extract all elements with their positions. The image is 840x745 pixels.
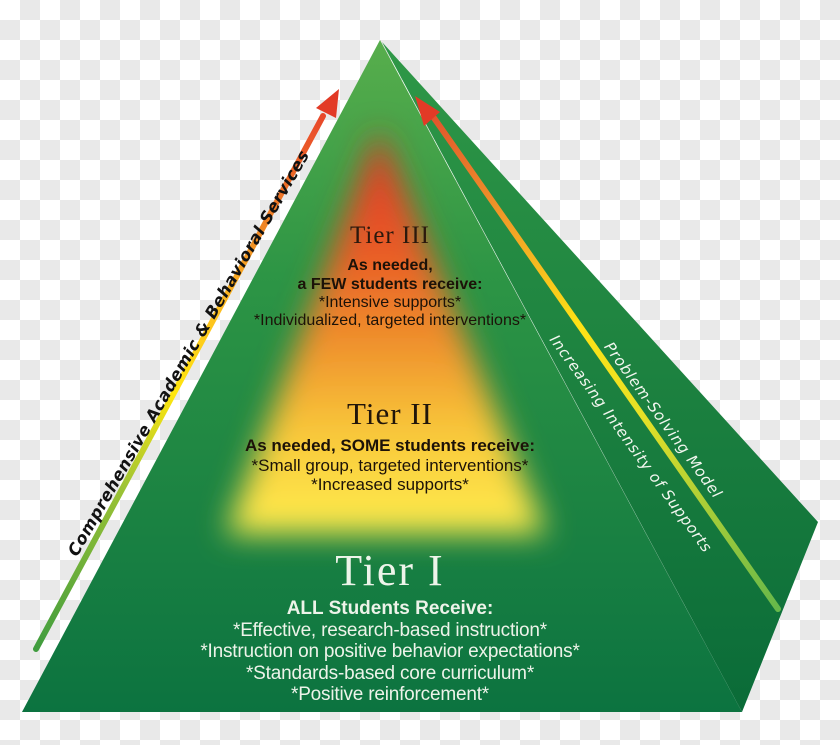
tier-3-title: Tier III xyxy=(350,222,430,249)
tier-1-title: Tier I xyxy=(335,546,445,595)
tier-3-block: Tier III As needed, a FEW students recei… xyxy=(140,220,640,330)
tier-3-bullet: *Individualized, targeted interventions* xyxy=(253,312,527,329)
tier-1-subtitle: ALL Students Receive: xyxy=(286,598,494,619)
tier-1-bullet: *Instruction on positive behavior expect… xyxy=(200,641,580,662)
tier-3-subtitle: As needed, xyxy=(347,257,433,274)
pyramid-side-face xyxy=(382,42,818,712)
tier-2-bullet: *Increased supports* xyxy=(311,475,469,494)
tier-1-bullet: *Standards-based core curriculum* xyxy=(245,662,535,684)
tier-2-subtitle: As needed, SOME students receive: xyxy=(244,436,536,455)
tier-1-bullet: *Positive reinforcement* xyxy=(291,684,489,705)
tier-1-bullet: *Effective, research-based instruction* xyxy=(233,619,547,641)
left-arrow-shaft xyxy=(33,113,326,652)
tier-2-bullet: *Small group, targeted interventions* xyxy=(251,455,529,475)
tier-2-title: Tier II xyxy=(347,396,433,431)
tier-3-subtitle: a FEW students receive: xyxy=(297,276,483,293)
tier-2-block: Tier II As needed, SOME students receive… xyxy=(140,394,640,495)
left-arrow-head-icon xyxy=(316,89,339,118)
right-arrow-head-icon xyxy=(415,96,440,126)
tier-1-block: Tier I ALL Students Receive: *Effective,… xyxy=(120,544,660,706)
intensity-glow xyxy=(226,128,546,534)
tier-3-bullet: *Intensive supports* xyxy=(318,294,462,311)
right-arrow-shaft xyxy=(431,115,781,612)
